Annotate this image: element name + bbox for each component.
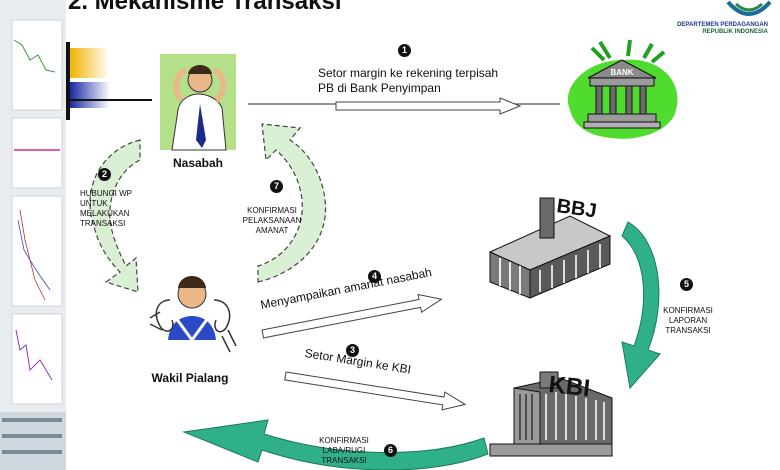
step-7-line-2: PELAKSANAAN (242, 216, 302, 225)
step-1-text: Setor margin ke rekening terpisah PB di … (318, 66, 498, 96)
wakil-pialang-person-icon (149, 276, 237, 353)
arrow-step-5 (621, 221, 661, 390)
arrow-step-7 (257, 123, 327, 283)
step-7-text: KONFIRMASI PELAKSANAAN AMANAT (234, 206, 310, 236)
arrow-step-3 (284, 371, 467, 411)
step-2-line-3: MELAKUKAN (80, 209, 130, 218)
page-title: 2. Mekanisme Transaksi (68, 0, 342, 15)
bbj-building-icon (488, 197, 612, 299)
nasabah-caption: Nasabah (172, 156, 224, 170)
step-7-line-1: KONFIRMASI (247, 206, 297, 215)
step-2-line-4: TRANSAKSI (80, 219, 126, 228)
step-6-line-3: TRANSAKSI (321, 456, 367, 465)
step-6-line-2: LABA/RUGI (322, 446, 366, 455)
step-3-badge: 3 (346, 344, 359, 357)
step-6-badge: 6 (384, 444, 397, 457)
step-1-line-1: Setor margin ke rekening terpisah (318, 66, 499, 80)
kbi-building-icon (489, 371, 613, 457)
arrow-step-4 (261, 293, 443, 339)
step-5-badge: 5 (680, 278, 693, 291)
ministry-logo-icon (726, 0, 772, 16)
step-7-badge: 7 (270, 180, 283, 193)
kbi-label: KBI (547, 371, 591, 402)
bbj-label: BBJ (555, 195, 598, 222)
step-2-line-1: HUBUNGI WP (80, 189, 132, 198)
step-2-line-2: UNTUK (80, 199, 108, 208)
ministry-line-1: DEPARTEMEN PERDAGANGAN (677, 22, 768, 28)
logo-color-bars (66, 42, 152, 120)
ministry-name: DEPARTEMEN PERDAGANGAN REPUBLIK INDONESI… (640, 22, 768, 36)
step-2-text: HUBUNGI WP UNTUK MELAKUKAN TRANSAKSI (80, 189, 132, 229)
step-7-line-3: AMANAT (255, 226, 289, 235)
step-5-line-2: LAPORAN (668, 316, 708, 325)
step-4-badge: 4 (368, 270, 381, 283)
step-5-line-3: TRANSAKSI (665, 326, 711, 335)
ministry-line-2: REPUBLIK INDONESIA (702, 29, 768, 35)
wakil-pialang-caption: Wakil Pialang (151, 371, 229, 385)
left-thumbnail-strip (0, 0, 66, 470)
step-5-line-1: KONFIRMASI (663, 306, 713, 315)
arrow-step-1 (248, 97, 560, 115)
nasabah-person-icon (160, 54, 236, 151)
bank-sign: BANK (610, 68, 633, 77)
bank-icon (567, 39, 678, 139)
step-1-line-2: PB di Bank Penyimpan (318, 81, 441, 95)
arrow-step-6 (182, 419, 489, 470)
step-6-line-1: KONFIRMASI (319, 436, 369, 445)
step-2-badge: 2 (98, 168, 111, 181)
step-1-badge: 1 (398, 44, 411, 57)
step-5-text: KONFIRMASI LAPORAN TRANSAKSI (656, 306, 720, 336)
step-6-text: KONFIRMASI LABA/RUGI TRANSAKSI (306, 436, 382, 466)
